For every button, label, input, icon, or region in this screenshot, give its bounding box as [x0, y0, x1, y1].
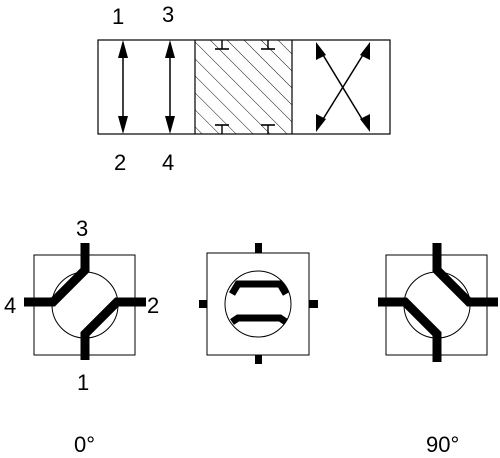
arrow-head-down: [118, 116, 128, 134]
cross-flow-arrows: [316, 42, 370, 132]
schematic-block: 1 3 2 4: [97, 2, 391, 175]
blocked-position: [195, 40, 292, 134]
arrow-head-up: [118, 40, 128, 58]
straight-flow-arrows: [118, 40, 175, 134]
arrow-head: [316, 114, 326, 132]
arrow-head: [360, 114, 370, 132]
arrow-head-down: [165, 116, 175, 134]
port-stub-bottom: [255, 355, 262, 364]
arrow-head: [316, 42, 326, 60]
flow-channel-3-4: [24, 243, 90, 307]
port-label-4: 4: [162, 150, 174, 175]
flow-channel-4-1: [378, 297, 442, 362]
port-label-2: 2: [147, 293, 159, 318]
valve-blocked: [199, 243, 318, 364]
valve-0-deg: 3 2 1 4 0°: [4, 216, 159, 457]
rotor-passage-bottom: [230, 314, 288, 325]
angle-label-90: 90°: [426, 432, 459, 457]
port-label-4: 4: [4, 293, 16, 318]
port-label-3: 3: [162, 2, 174, 27]
port-label-2: 2: [114, 150, 126, 175]
flow-channel-3-2: [432, 243, 498, 307]
port-label-3: 3: [76, 216, 88, 241]
port-stub-right: [309, 300, 318, 308]
hatch-fill: [195, 40, 292, 134]
valve-body: [206, 252, 310, 356]
arrow-head-up: [165, 40, 175, 58]
flow-channel-2-1: [80, 297, 146, 360]
port-stub-top: [255, 243, 262, 253]
arrow-head: [360, 42, 370, 60]
valve-90-deg: 90°: [378, 243, 498, 457]
port-stub-left: [199, 300, 207, 308]
valve-rotor: [224, 270, 292, 338]
angle-label-0: 0°: [74, 432, 95, 457]
port-label-1: 1: [77, 370, 89, 395]
rotor-passage-top: [228, 280, 290, 296]
port-label-1: 1: [112, 4, 124, 29]
